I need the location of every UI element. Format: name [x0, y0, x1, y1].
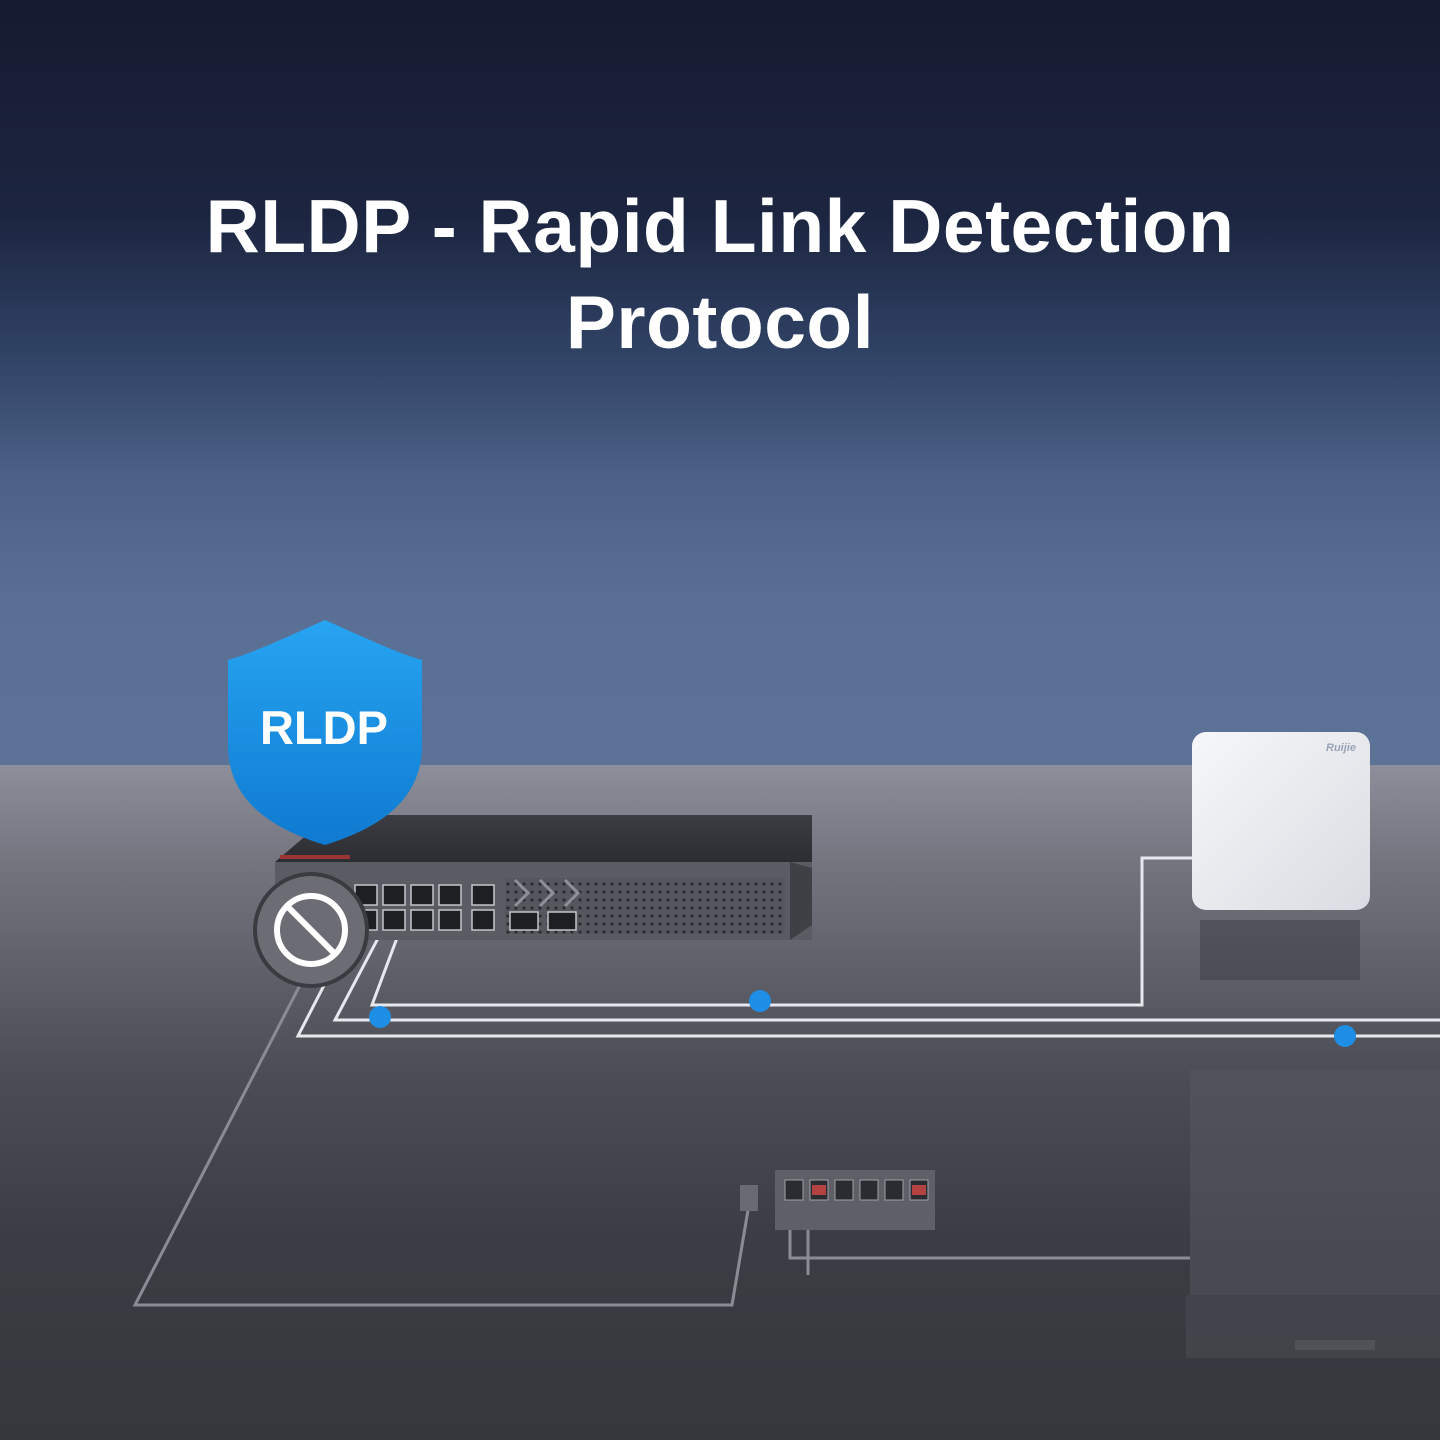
title-line-1: RLDP - Rapid Link Detection: [205, 184, 1235, 268]
prohibited-icon: [253, 872, 369, 988]
laptop-icon: [1186, 1070, 1440, 1358]
access-point-brand: Ruijie: [1326, 742, 1356, 754]
background-sky: [0, 0, 1440, 770]
title-line-2: Protocol: [565, 280, 875, 364]
link-loop-middle: [332, 924, 1440, 1022]
shield-label: RLDP: [260, 701, 388, 754]
link-marker: [1334, 1025, 1356, 1047]
page-title: RLDP - Rapid Link Detection Protocol: [120, 178, 1320, 370]
link-marker: [369, 1006, 391, 1028]
link-to-access-point: [369, 856, 1192, 1007]
patch-panel-icon: [740, 1170, 935, 1230]
access-point-icon: [1192, 732, 1370, 980]
network-switch: [275, 815, 812, 940]
shield-icon: [228, 620, 422, 845]
sfp-ports: [509, 911, 577, 931]
link-markers: [369, 990, 1356, 1047]
lower-cable-run: [132, 984, 1190, 1307]
link-marker: [749, 990, 771, 1012]
chevron-arrows-icon: [513, 878, 581, 908]
